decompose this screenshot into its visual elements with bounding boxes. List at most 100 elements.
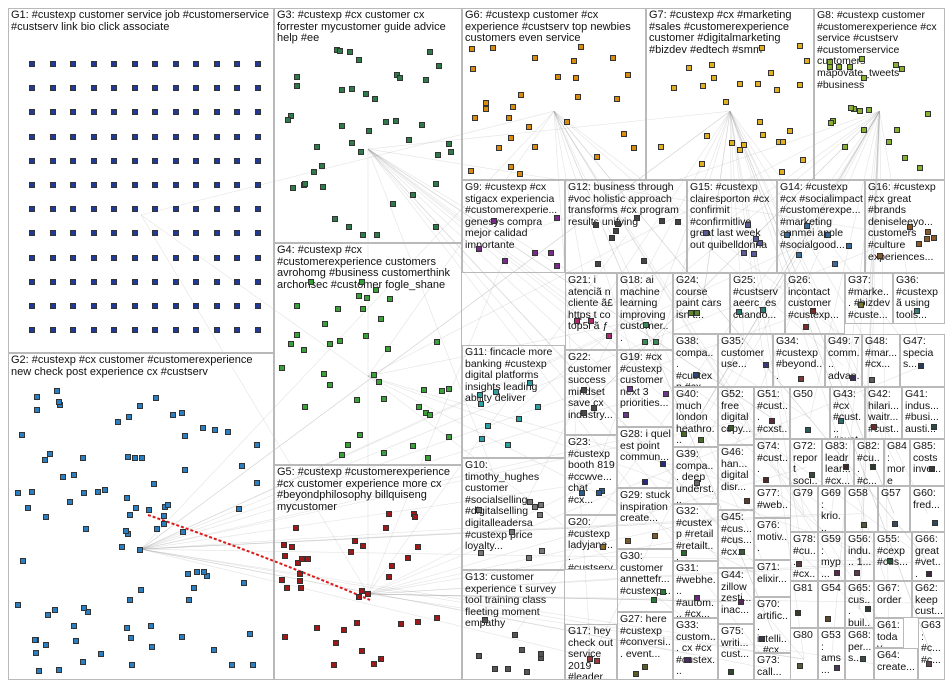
group-g59[interactable]: G59: myp... tha... <box>818 532 845 581</box>
group-g4[interactable]: G4: #custexp #cx #customerexperience cus… <box>274 243 462 465</box>
group-g33[interactable]: G33: custom... cx #cx #custex... <box>673 618 718 680</box>
group-g47[interactable]: G47: specia s... <box>900 334 945 387</box>
group-g36[interactable]: G36: #custexp ã using tools... <box>893 273 945 324</box>
group-g58[interactable]: G58 <box>845 486 878 532</box>
group-g19[interactable]: G19: #cx #custexp customer next 3 priori… <box>617 350 673 427</box>
vertex <box>83 526 90 533</box>
group-g23[interactable]: G23: #custexp booth 819 #ccwve... chat #… <box>565 435 617 515</box>
group-g27[interactable]: G27: here #custexp #conversi... event... <box>617 612 673 680</box>
group-g52[interactable]: G52: free digital copy... <box>718 387 754 445</box>
group-g63[interactable]: G63: #c... #c... <box>918 618 945 680</box>
group-g42[interactable]: G42: hilari... waitr... #cust... <box>865 387 902 439</box>
group-g37[interactable]: G37: #marke... #bizdev #custe... <box>845 273 893 324</box>
group-g54[interactable]: G54 <box>818 581 845 628</box>
group-g13[interactable]: G13: customer experience t survey tool t… <box>462 570 565 680</box>
group-g65[interactable]: G65: cus... buil... <box>845 581 874 628</box>
group-g60[interactable]: G60: fred... <box>910 486 945 532</box>
group-g45[interactable]: G45: #cus... #cus... #cx... <box>718 510 754 568</box>
vertex <box>152 278 158 285</box>
group-g30[interactable]: G30: customer annettefr... #custexp... <box>617 549 673 612</box>
group-g77[interactable]: G77: #web... empo... #cx... <box>754 486 791 518</box>
group-g49[interactable]: G49: 7 comm... advan... <box>825 334 862 387</box>
group-g79[interactable]: G79 <box>790 486 818 532</box>
group-g32[interactable]: G32: #custexp #retail #retailt... <box>673 504 718 561</box>
group-g55[interactable]: G55: #cexp #cus... <box>874 532 912 581</box>
group-g51[interactable]: G51: #cust... #cxst... kapic... <box>754 387 790 439</box>
group-g24[interactable]: G24: course paint cars isn t... <box>673 273 730 334</box>
group-g85[interactable]: G85: costs inve... <box>910 439 945 486</box>
group-label: G72: report soci... <box>793 440 818 486</box>
group-g14[interactable]: G14: #custexp #cx #socialimpact #custome… <box>777 180 865 273</box>
group-g15[interactable]: G15: #custexp clairesporton #cx confirmi… <box>687 180 777 273</box>
group-g67[interactable]: G67: order <box>874 581 912 618</box>
group-g35[interactable]: G35: customer use... <box>718 334 773 387</box>
vertex <box>797 43 804 50</box>
group-g56[interactable]: G56: indu... 1... <box>845 532 874 581</box>
group-g71[interactable]: G71: elixir... <box>754 560 791 597</box>
group-g82[interactable]: G82: #cu... #c... #c... <box>854 439 884 486</box>
group-g74[interactable]: G74: #cust... <box>754 439 790 486</box>
group-g29[interactable]: G29: stuck inspiration create... <box>617 488 673 549</box>
group-g84[interactable]: G84: more tech... <box>884 439 910 486</box>
group-g31[interactable]: G31: #webhe... #autom... #cx... <box>673 561 718 618</box>
group-g69[interactable]: G69: krio... cent... <box>818 486 845 532</box>
group-g9[interactable]: G9: #custexp #cx stigacx experiencia #cu… <box>462 180 565 273</box>
group-g57[interactable]: G57 <box>878 486 910 532</box>
group-g44[interactable]: G44: zillow zesti... inac... <box>718 568 754 624</box>
group-label: G74: #cust... <box>757 440 788 476</box>
group-g68[interactable]: G68: per... s... <box>845 628 874 680</box>
group-g16[interactable]: G16: #custexp #cx great #brands denisele… <box>865 180 945 273</box>
group-g41[interactable]: G41: indus... #busi... austi... <box>902 387 945 439</box>
vertex <box>698 161 705 168</box>
group-g61[interactable]: G61: today... <box>874 618 904 648</box>
vertex <box>131 454 138 461</box>
group-g72[interactable]: G72: report soci... <box>790 439 822 486</box>
group-g50[interactable]: G50 <box>790 387 830 439</box>
group-g22[interactable]: G22: customer success mindset save cx in… <box>565 350 617 435</box>
group-g12[interactable]: G12: business through #voc holistic appr… <box>565 180 687 273</box>
group-g1[interactable]: G1: #custexp customer service job #custo… <box>8 8 274 353</box>
group-g80[interactable]: G80 <box>790 628 818 680</box>
group-g46[interactable]: G46: han... digital disr... <box>718 445 754 510</box>
group-g62[interactable]: G62: keep cust... <box>912 581 945 618</box>
vertex <box>152 327 158 334</box>
group-g21[interactable]: G21: i atenciã n cliente ã£ https t co t… <box>565 273 617 350</box>
group-g75[interactable]: G75: writi... cust... <box>718 624 754 680</box>
group-g76[interactable]: G76: motiv... <box>754 518 791 560</box>
vertex <box>111 303 117 309</box>
vertex <box>294 560 301 567</box>
group-g48[interactable]: G48: #mar... #cx... <box>862 334 900 387</box>
group-g5[interactable]: G5: #custexp #customerexperience #cx cus… <box>274 465 462 680</box>
group-g83[interactable]: G83: leadr lear... #cx... <box>822 439 854 486</box>
group-g3[interactable]: G3: #custexp #cx customer cx forrester m… <box>274 8 462 243</box>
group-g64[interactable]: G64: create... <box>874 648 918 680</box>
group-g34[interactable]: G34: #custexp #beyond... <box>773 334 825 387</box>
group-g39[interactable]: G39: compa... deep underst... <box>673 447 718 504</box>
vertex <box>90 278 97 285</box>
group-g25[interactable]: G25: #custserv aeerc_es cuando... <box>730 273 785 334</box>
group-g81[interactable]: G81 <box>790 581 818 628</box>
group-g10[interactable]: G10: timothy_hughes customer #socialsell… <box>462 458 565 570</box>
group-g70[interactable]: G70: artific... intelli... #cx... <box>754 597 791 653</box>
group-g8[interactable]: G8: #custexp customer #customerexperienc… <box>814 8 945 180</box>
vertex <box>126 597 133 604</box>
vertex <box>161 520 168 527</box>
group-g20[interactable]: G20: #custexp ladyjane... #custserv offe… <box>565 515 617 570</box>
group-g78[interactable]: G78: #cu... #cx... #cu... <box>790 532 818 581</box>
group-g40[interactable]: G40: much london heathro... <box>673 387 718 447</box>
vertex <box>348 140 355 147</box>
group-g6[interactable]: G6: #custexp customer #cx experience #cu… <box>462 8 646 180</box>
group-g53[interactable]: G53: ams... <box>818 628 845 680</box>
vertex <box>693 309 700 316</box>
group-g43[interactable]: G43: #cx #cust... #cust... <box>830 387 865 439</box>
group-g18[interactable]: G18: ai machine learning improving custo… <box>617 273 673 350</box>
group-g28[interactable]: G28: i quel est point commun... <box>617 427 673 488</box>
group-g38[interactable]: G38: compa... #custexp #cx &... <box>673 334 718 387</box>
group-g66[interactable]: G66: great #vet... <box>912 532 945 581</box>
group-g73[interactable]: G73: call... <box>754 653 791 680</box>
group-g2[interactable]: G2: #custexp #cx customer #customerexper… <box>8 353 274 680</box>
group-g7[interactable]: G7: #custexp #cx #marketing #sales #cust… <box>646 8 814 180</box>
group-g26[interactable]: G26: incontact customer #custexp... <box>785 273 845 334</box>
group-g17[interactable]: G17: hey check out service 2019 #leader.… <box>565 624 617 680</box>
group-g11[interactable]: G11: fincacle more banking #custexp digi… <box>462 345 565 458</box>
